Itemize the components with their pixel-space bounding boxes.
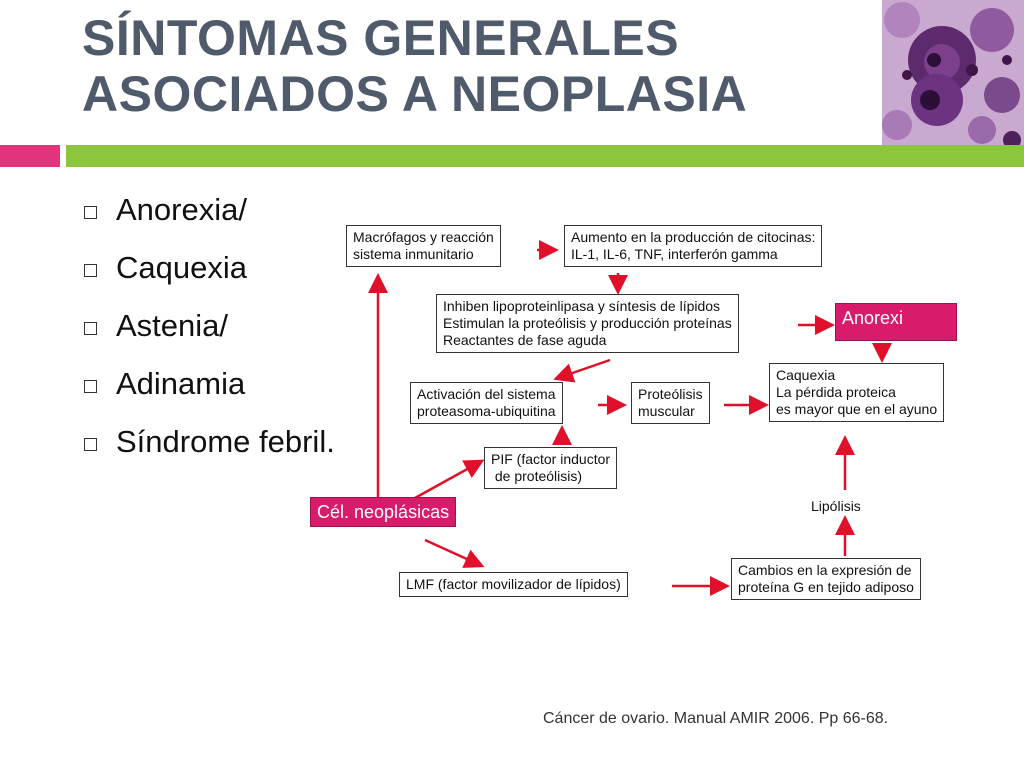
node-macrofagos: Macrófagos y reacción sistema inmunitari… [346,225,501,267]
slide-title: SÍNTOMAS GENERALES ASOCIADOS A NEOPLASIA [82,10,747,122]
source-citation: Cáncer de ovario. Manual AMIR 2006. Pp 6… [543,710,889,727]
label-lipolisis: Lipólisis [811,498,861,514]
node-cambios: Cambios en la expresión de proteína G en… [731,558,921,600]
node-anorexia: Anorexi [835,303,957,341]
node-lmf: LMF (factor movilizador de lípidos) [399,572,628,597]
bullet-square-icon [84,322,97,335]
bullet-square-icon [84,264,97,277]
bullet-item: Astenia/ [82,308,346,344]
bullet-square-icon [84,438,97,451]
bullet-list: Anorexia/ Caquexia Astenia/ Adinamia Sín… [82,192,346,482]
node-inhiben: Inhiben lipoproteinlipasa y síntesis de … [436,294,739,353]
title-line-1: SÍNTOMAS GENERALES [82,10,680,66]
histology-photo [882,0,1024,150]
bullet-item: Caquexia [82,250,346,286]
accent-bar-green [66,145,1024,167]
flow-arrows [368,240,892,596]
bullet-square-icon [84,380,97,393]
node-activacion: Activación del sistema proteasoma-ubiqui… [410,382,563,424]
bullet-item: Síndrome febril. [82,424,346,460]
node-citocinas: Aumento en la producción de citocinas: I… [564,225,823,267]
bullet-square-icon [84,206,97,219]
cachexia-flow-diagram: Macrófagos y reacción sistema inmunitari… [300,200,1000,620]
node-caquexia: Caquexia La pérdida proteica es mayor qu… [769,363,945,422]
bullet-item: Anorexia/ [82,192,346,228]
node-celulas-neoplasicas: Cél. neoplásicas [310,497,457,527]
node-pif: PIF (factor inductor de proteólisis) [484,447,618,489]
node-proteolisis: Proteólisis muscular [631,382,710,424]
title-line-2: ASOCIADOS A NEOPLASIA [82,66,748,122]
accent-bar-pink [0,145,60,167]
bullet-item: Adinamia [82,366,346,402]
